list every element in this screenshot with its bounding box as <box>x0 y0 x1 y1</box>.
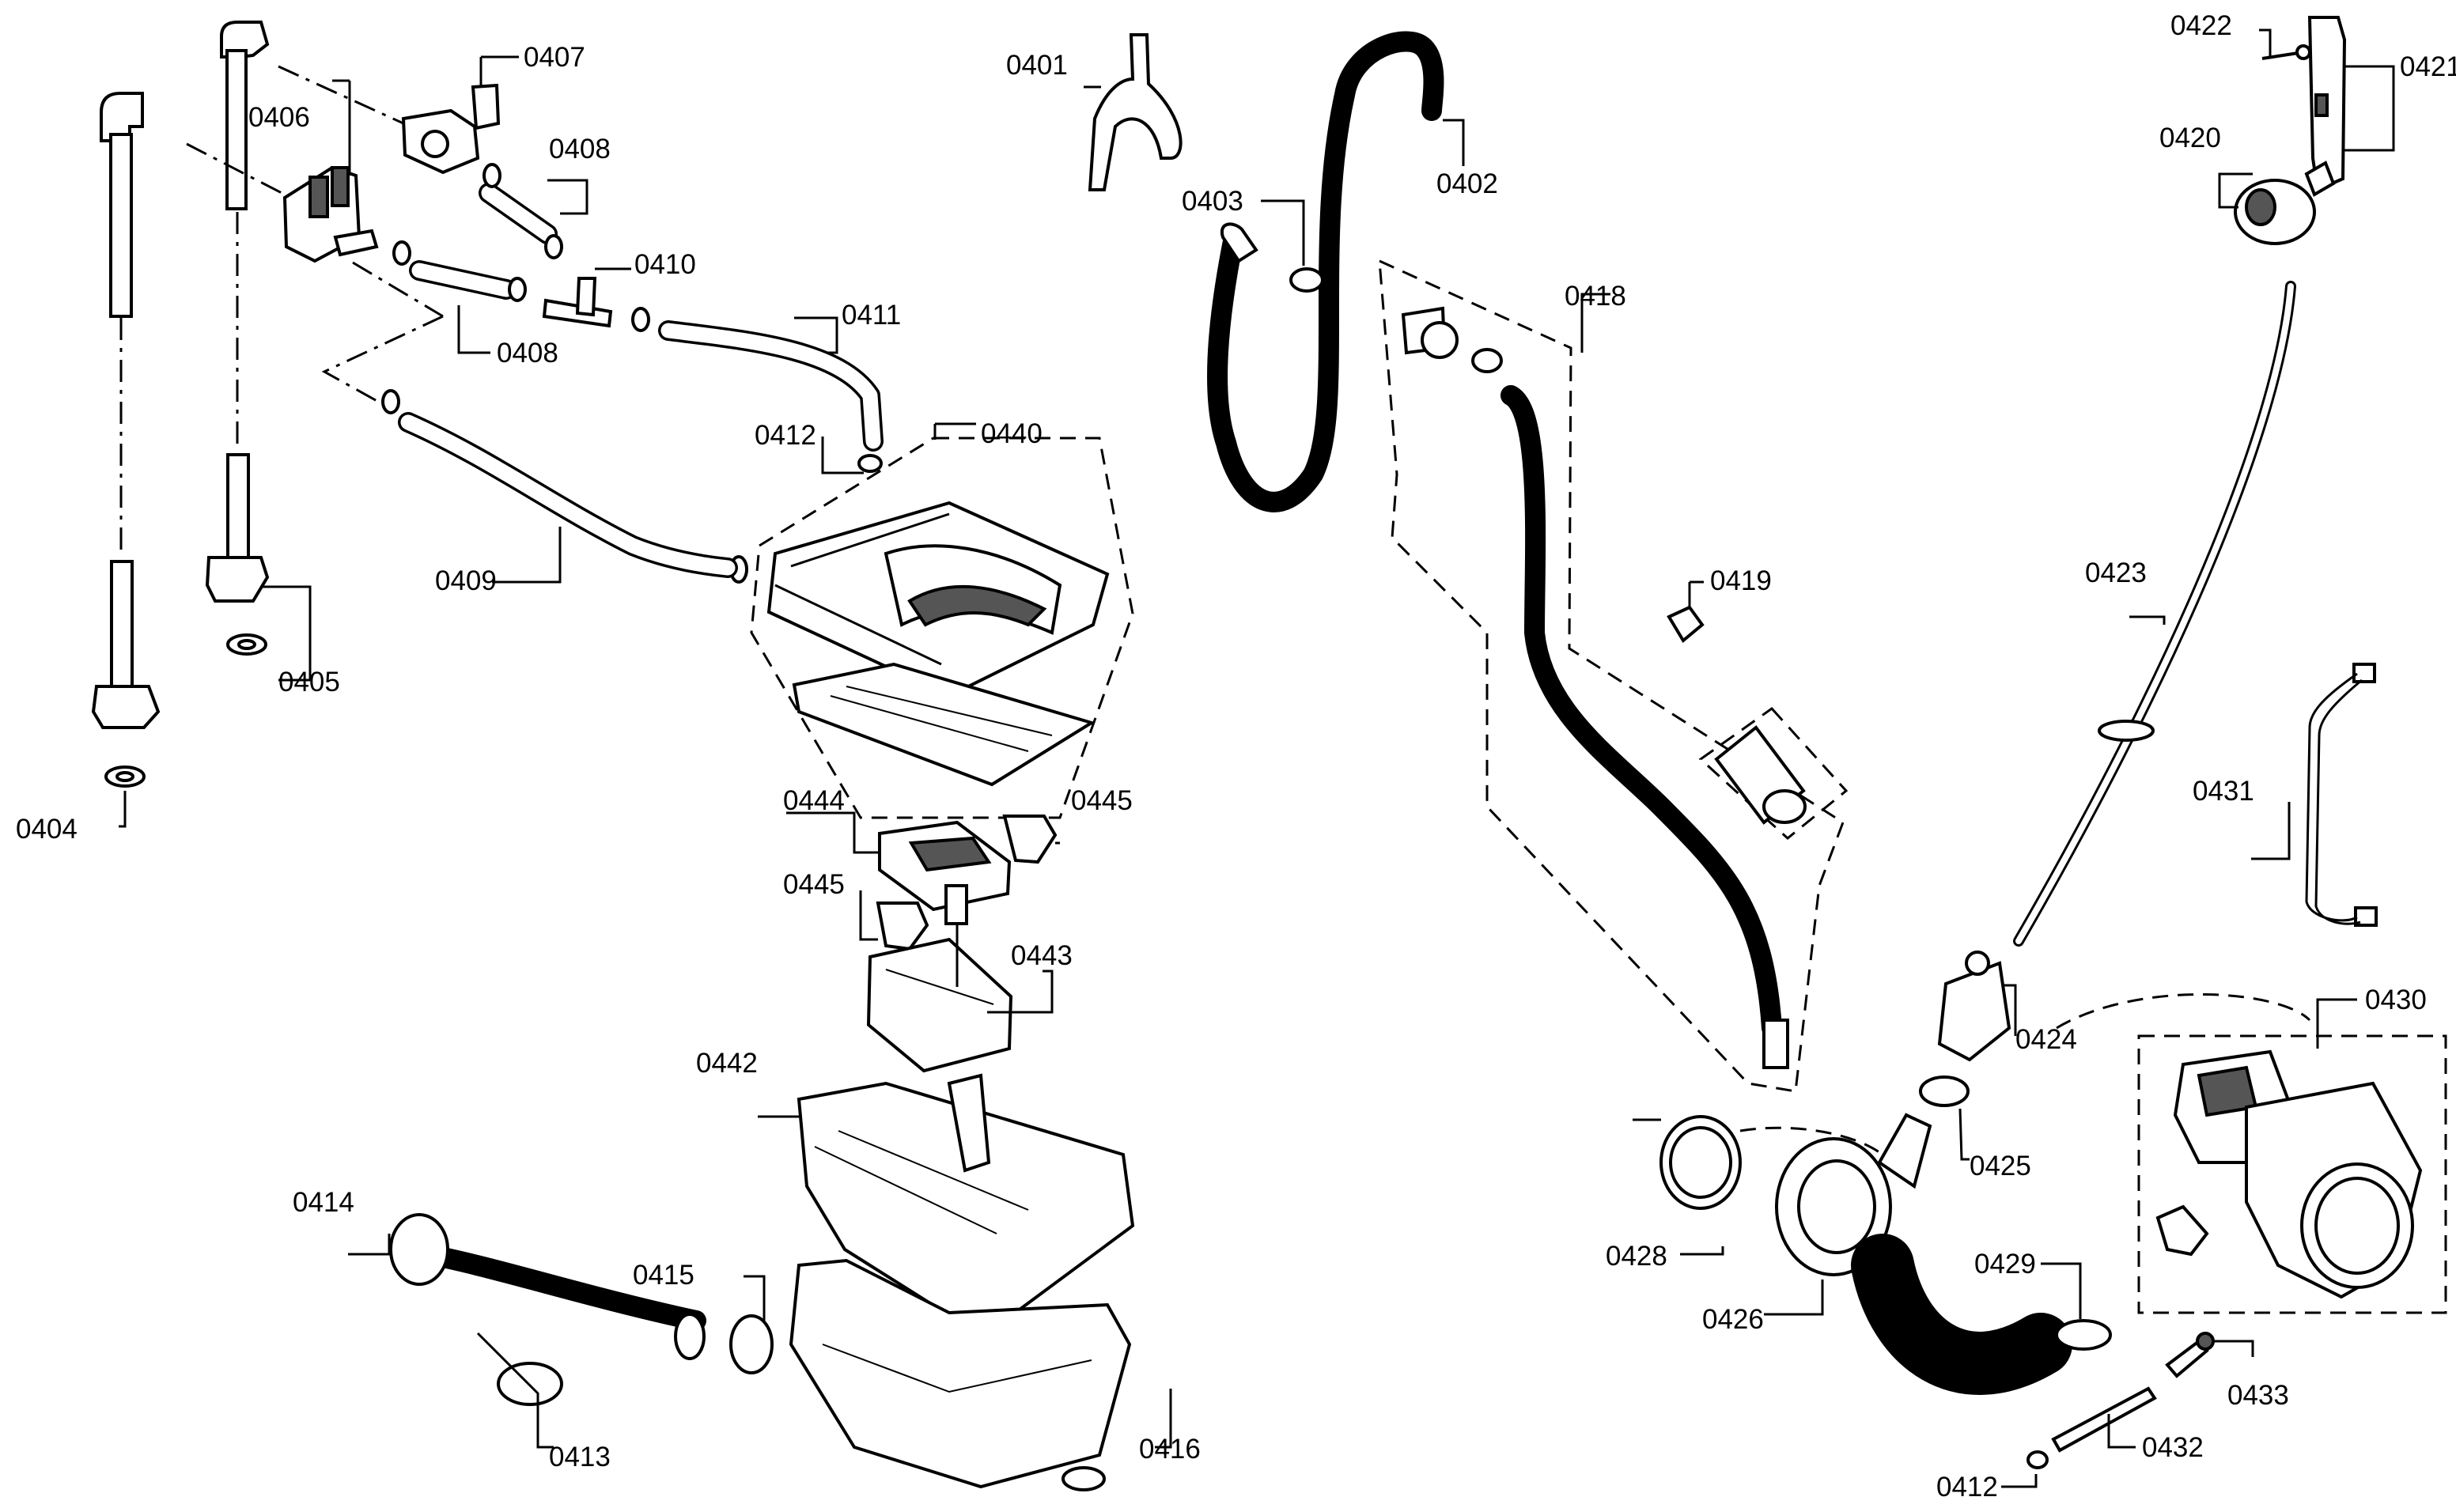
label-0407: 0407 <box>524 42 585 73</box>
part-0430-drain-pump <box>2056 993 2447 1314</box>
part-0410-t-connector <box>542 267 631 328</box>
part-0426-sump-hose <box>1739 1113 2072 1395</box>
label-0440: 0440 <box>981 418 1043 449</box>
label-0445-left: 0445 <box>783 869 845 900</box>
label-0444: 0444 <box>783 785 845 816</box>
part-labels: 0401 0402 0403 0404 0405 0406 0407 0408 … <box>16 10 2456 1503</box>
part-0414-bellows-hose <box>348 1213 706 1360</box>
part-0406-inlet-valve <box>186 79 444 413</box>
label-0415: 0415 <box>633 1260 694 1291</box>
part-0433-drain-screw <box>2165 1332 2254 1378</box>
label-0408-upper: 0408 <box>549 134 611 164</box>
label-0423: 0423 <box>2085 558 2147 588</box>
part-0431-wire-harness <box>2251 663 2378 927</box>
part-0428-gasket <box>1633 1115 1742 1256</box>
hose-clamps <box>381 163 883 584</box>
label-0429: 0429 <box>1974 1249 2036 1280</box>
part-0409-hose <box>398 412 738 584</box>
part-ferrite-sleeve <box>1698 707 1849 840</box>
label-0409: 0409 <box>435 565 497 596</box>
label-0404: 0404 <box>16 814 78 845</box>
label-0403: 0403 <box>1182 186 1243 217</box>
part-0445-clips <box>859 815 1060 951</box>
label-0428: 0428 <box>1606 1241 1667 1272</box>
label-0406: 0406 <box>248 102 310 133</box>
part-0444-siphon-cap <box>786 811 1012 925</box>
label-0402: 0402 <box>1436 168 1498 199</box>
label-0410: 0410 <box>634 249 696 280</box>
label-0421: 0421 <box>2400 51 2456 82</box>
label-0416: 0416 <box>1139 1434 1201 1465</box>
label-0424: 0424 <box>2015 1024 2077 1055</box>
label-0443: 0443 <box>1011 940 1073 971</box>
part-0411-hose <box>658 316 884 452</box>
label-0433: 0433 <box>2227 1380 2289 1411</box>
part-0418-drain-hose-group <box>1378 259 1845 1093</box>
label-0401: 0401 <box>1006 50 1068 81</box>
part-0425-clamp <box>1919 1075 1970 1161</box>
part-0413-0415-clamps <box>476 1275 774 1449</box>
inlet-assembly <box>91 21 884 828</box>
label-0422: 0422 <box>2170 10 2232 41</box>
label-0445-right: 0445 <box>1071 785 1133 816</box>
label-0411: 0411 <box>842 300 901 331</box>
part-0408-short-hoses <box>409 179 588 354</box>
part-0424-air-trap <box>1937 951 2017 1062</box>
part-0401-hose-holder <box>1084 33 1183 191</box>
label-0408-lower: 0408 <box>497 338 558 369</box>
part-0420-pressure-switch <box>2218 161 2336 245</box>
part-0422-screw <box>2259 28 2311 60</box>
label-0412-lower: 0412 <box>1936 1472 1998 1503</box>
label-0426: 0426 <box>1702 1304 1764 1335</box>
part-0407-inlet-valve <box>278 55 519 175</box>
part-0432-rod <box>2001 1386 2157 1488</box>
part-0419-clip <box>1667 580 1705 644</box>
part-0404-inlet-pipe <box>91 92 161 828</box>
label-0432: 0432 <box>2142 1432 2204 1463</box>
dispenser-assembly <box>348 422 1172 1491</box>
label-0405: 0405 <box>278 667 340 697</box>
part-0416-dispenser-bowl <box>789 1258 1172 1491</box>
pump-assembly <box>1633 16 2447 1488</box>
label-0431: 0431 <box>2193 776 2254 807</box>
label-0420: 0420 <box>2159 123 2221 153</box>
part-0443-detergent-tray <box>866 925 1054 1073</box>
leader-0412a <box>821 437 864 474</box>
part-0403-clamp <box>1261 199 1324 293</box>
label-0430: 0430 <box>2365 985 2427 1015</box>
part-0421-bracket <box>2307 16 2395 192</box>
part-0429-clamp <box>2041 1262 2112 1351</box>
label-0419: 0419 <box>1710 565 1772 596</box>
part-0423-pressure-tube <box>2013 281 2296 947</box>
label-0425: 0425 <box>1970 1151 2031 1181</box>
part-0402-drain-hose <box>1207 31 1465 512</box>
part-0440-dispenser-cover <box>750 422 1134 819</box>
label-0413: 0413 <box>549 1442 611 1472</box>
label-0412-upper: 0412 <box>755 420 816 451</box>
label-0414: 0414 <box>293 1187 354 1218</box>
drain-assembly <box>1084 31 1849 1093</box>
label-0418: 0418 <box>1565 281 1626 312</box>
part-0405-inlet-pipe <box>205 21 312 682</box>
label-0442: 0442 <box>696 1048 758 1079</box>
